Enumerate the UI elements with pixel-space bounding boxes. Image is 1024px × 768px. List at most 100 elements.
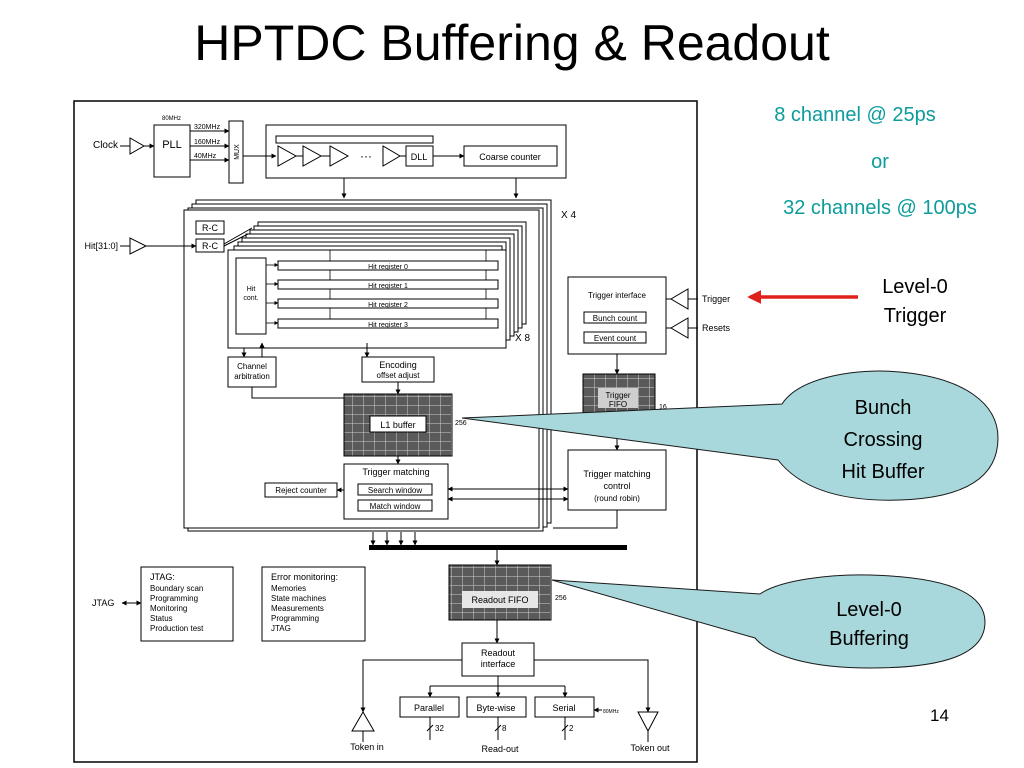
hit-register-3-label: Hit register 3: [368, 322, 408, 329]
note-line-2: or: [871, 151, 889, 173]
internal-data-bus: [369, 545, 627, 550]
channel-arbitration-label-2: arbitration: [234, 372, 270, 381]
bytewise-port-block: [466, 696, 527, 718]
readout-fifo-depth: 256: [555, 595, 567, 602]
jtag-line-6: Production test: [150, 624, 204, 633]
level0-buffering-callout: [551, 574, 986, 669]
serial-width: 2: [569, 724, 574, 733]
resets-input-label: Resets: [702, 323, 731, 333]
trigger-input-buffer: [666, 288, 698, 310]
dll-tap-register: [275, 135, 434, 144]
readout-interface-block: [461, 642, 535, 677]
x8-multiplier: X 8: [515, 333, 530, 344]
hit-register-2-label: Hit register 2: [368, 302, 408, 309]
hit-controller-label-1: Hit: [247, 286, 256, 293]
match-window-label: Match window: [370, 502, 421, 511]
error-line-6: JTAG: [271, 624, 291, 633]
trigger-callout-line-2: Trigger: [883, 305, 947, 327]
hit-controller: [235, 257, 267, 335]
jtag-block: [140, 566, 234, 642]
freq-160-label: 160MHz: [194, 139, 221, 146]
bunch-callout-line-1: Bunch: [855, 397, 912, 419]
readout-fifo-label: Readout FIFO: [471, 595, 528, 605]
trigger-fifo-label-1: Trigger: [605, 391, 630, 400]
bytewise-port-label: Byte-wise: [476, 703, 515, 713]
trigger-interface-label: Trigger interface: [588, 291, 647, 300]
clock-label: Clock: [93, 140, 119, 151]
trigger-fifo-label-2: FIFO: [609, 400, 627, 409]
serial-port-label: Serial: [552, 703, 575, 713]
token-out-label: Token out: [630, 743, 670, 753]
hit-input-label: Hit[31:0]: [84, 241, 118, 251]
jtag-line-1: JTAG:: [150, 572, 175, 582]
readout-interface-label-1: Readout: [481, 648, 516, 658]
freq-320-label: 320MHz: [194, 124, 221, 131]
readout-interface-label-2: interface: [481, 659, 516, 669]
delay-cells: [277, 145, 406, 167]
hit-register-1-label: Hit register 1: [368, 283, 408, 290]
hit-controller-label-2: cont.: [243, 295, 258, 302]
error-line-5: Programming: [271, 614, 319, 623]
trigger-input-label: Trigger: [702, 294, 730, 304]
bunch-callout-line-2: Crossing: [844, 429, 923, 451]
trigger-fifo-depth: 16: [659, 404, 667, 411]
buffering-callout-line-1: Level-0: [836, 599, 902, 621]
parallel-width: 32: [435, 724, 444, 733]
channel-arbitration-block: [227, 356, 277, 388]
channel-arbitration-label-1: Channel: [237, 362, 267, 371]
search-window-block: [357, 483, 433, 496]
error-line-3: State machines: [271, 594, 326, 603]
dll-frame: [265, 124, 567, 179]
serial-clock-label: 80MHz: [603, 709, 619, 715]
hit-input-buffer: [120, 237, 197, 255]
readout-label: Read-out: [481, 744, 519, 754]
jtag-line-5: Status: [150, 614, 173, 623]
bunch-count-block: [583, 311, 647, 324]
note-line-3: 32 channels @ 100ps: [783, 197, 977, 219]
token-in-buffer: [351, 711, 375, 742]
match-window-block: [357, 499, 433, 512]
event-count-label: Event count: [594, 334, 637, 343]
error-monitoring-block: [261, 566, 366, 642]
bytewise-width: 8: [502, 724, 507, 733]
coarse-counter-label: Coarse counter: [479, 152, 541, 162]
trigger-matching-control-label-1: Trigger matching: [583, 469, 650, 479]
clock-mux: [228, 120, 244, 184]
parallel-port-label: Parallel: [414, 703, 444, 713]
slide-title: HPTDC Buffering & Readout: [194, 15, 830, 71]
pll-input-frequency: 80MHz: [162, 116, 181, 122]
mux-label: MUX: [234, 144, 241, 160]
rc-filter-1-label: R-C: [202, 223, 218, 233]
hit-registers: Hit register 0 Hit register 1 Hit regist…: [266, 250, 499, 329]
jtag-port-label: JTAG: [92, 598, 114, 608]
trigger-fifo: [582, 373, 656, 417]
resets-input-buffer: [666, 317, 698, 339]
pll-label: PLL: [162, 139, 182, 151]
encoding-label-2: offset adjust: [377, 371, 421, 380]
reject-counter-label: Reject counter: [275, 486, 327, 495]
rc-filter-1: [195, 220, 225, 235]
error-line-1: Error monitoring:: [271, 572, 338, 582]
l1-buffer-depth: 256: [455, 420, 467, 427]
freq-40-label: 40MHz: [194, 153, 217, 160]
trigger-matching-control-label-2: control: [603, 481, 630, 491]
buffering-callout-line-2: Buffering: [829, 628, 909, 650]
trigger-matching-control-label-3: (round robin): [594, 494, 640, 503]
trigger-callout-line-1: Level-0: [882, 276, 948, 298]
hit-register-0-label: Hit register 0: [368, 264, 408, 271]
x4-multiplier: X 4: [561, 210, 576, 221]
bunch-count-label: Bunch count: [593, 314, 638, 323]
readout-fifo: [448, 564, 552, 621]
l1-buffer: [343, 393, 453, 457]
event-count-block: [583, 331, 647, 344]
jtag-line-2: Boundary scan: [150, 584, 203, 593]
trigger-matching-label: Trigger matching: [362, 467, 429, 477]
jtag-line-4: Monitoring: [150, 604, 187, 613]
clock-input-buffer: [120, 137, 155, 155]
bunch-callout-line-3: Hit Buffer: [842, 461, 925, 483]
slide-number: 14: [930, 706, 949, 725]
error-line-2: Memories: [271, 584, 306, 593]
token-in-label: Token in: [350, 742, 384, 752]
dll-label: DLL: [411, 152, 428, 162]
bunch-crossing-callout: [461, 370, 999, 501]
